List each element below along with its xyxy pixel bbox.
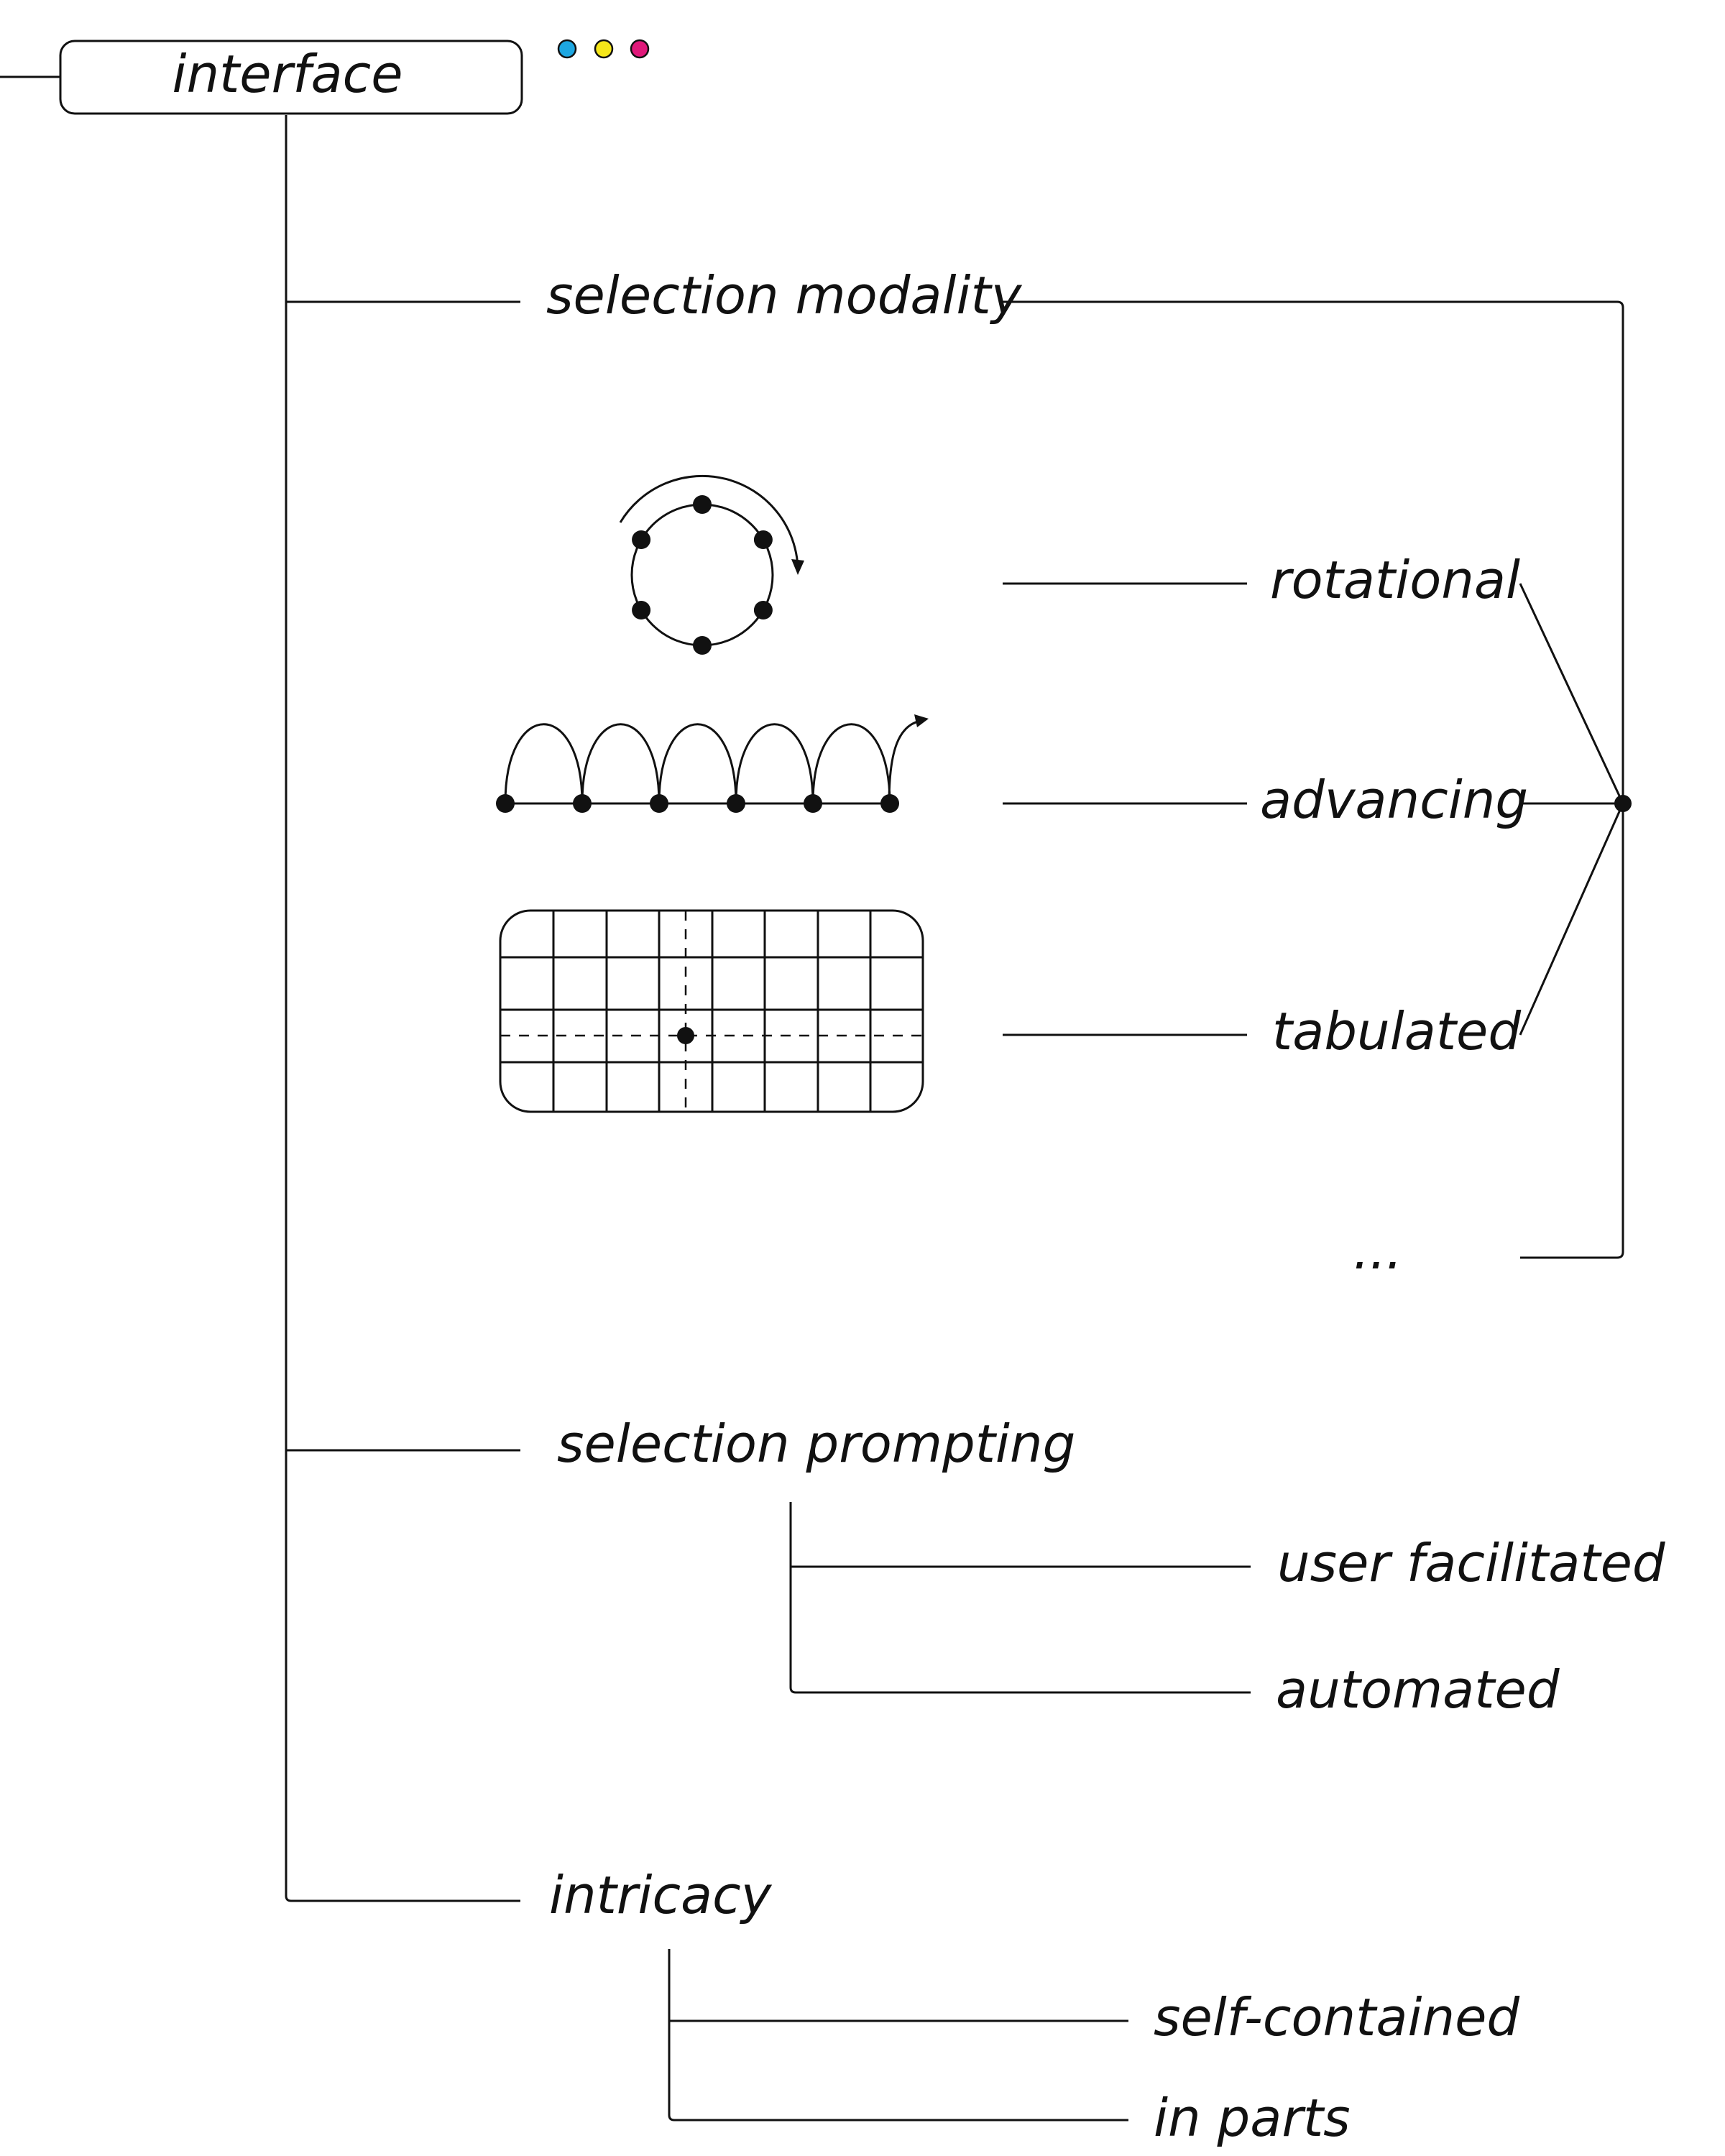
tabulated-grid-lines: [500, 911, 923, 1112]
advancing-arrowhead: [914, 714, 929, 727]
tabulated-icon: [499, 909, 924, 1113]
modality-fan-line-tabulated: [1519, 803, 1624, 1036]
option-label-more: ...: [1353, 1220, 1403, 1281]
advancing-hop-arcs: [504, 719, 921, 804]
magenta-dot-icon: [630, 39, 650, 59]
rotational-dot: [693, 495, 712, 514]
modality-collector-line: [1003, 300, 1624, 1259]
option-label-self-contained: self-contained: [1154, 1987, 1520, 2047]
advancing-icon: [496, 714, 929, 813]
rotational-arrow-arc: [619, 474, 799, 568]
branch-label-intricacy: intricacy: [549, 1865, 773, 1925]
modality-junction-dot: [1614, 795, 1632, 812]
option-label-automated: automated: [1276, 1659, 1560, 1720]
option-label-in-parts: in parts: [1154, 2088, 1351, 2148]
rotational-ring: [630, 503, 774, 647]
cyan-dot-icon: [557, 39, 577, 59]
rotational-dot: [693, 636, 712, 655]
branch-label-selection-prompting: selection prompting: [557, 1414, 1075, 1474]
intricacy-sub-trunk: [668, 1949, 1128, 2122]
advancing-dot: [573, 794, 592, 813]
rotational-dot: [632, 530, 651, 549]
yellow-dot-icon: [594, 39, 614, 59]
branch-label-selection-modality: selection modality: [546, 265, 1023, 326]
rotational-dot: [632, 601, 651, 619]
advancing-dot: [650, 794, 668, 813]
rotational-arrowhead: [791, 559, 804, 575]
advancing-dot: [727, 794, 745, 813]
modality-fan-line-rotational: [1519, 583, 1624, 804]
option-label-advancing: advancing: [1260, 770, 1528, 830]
root-node-box: [59, 40, 523, 115]
tabulated-crosshair: [500, 911, 923, 1112]
tabulated-selection-dot: [677, 1027, 694, 1044]
root-node-label: interface: [172, 44, 402, 104]
rotational-icon: [619, 474, 804, 655]
option-label-user-facilitated: user facilitated: [1277, 1533, 1666, 1593]
main-trunk-line: [285, 115, 520, 1902]
option-label-rotational: rotational: [1270, 550, 1520, 610]
rotational-dot: [753, 530, 773, 549]
prompting-sub-trunk: [789, 1502, 1251, 1694]
advancing-dot: [496, 794, 515, 813]
advancing-dot: [804, 794, 822, 813]
advancing-dot: [880, 794, 899, 813]
rotational-dot: [753, 601, 773, 619]
option-label-tabulated: tabulated: [1272, 1001, 1522, 1061]
